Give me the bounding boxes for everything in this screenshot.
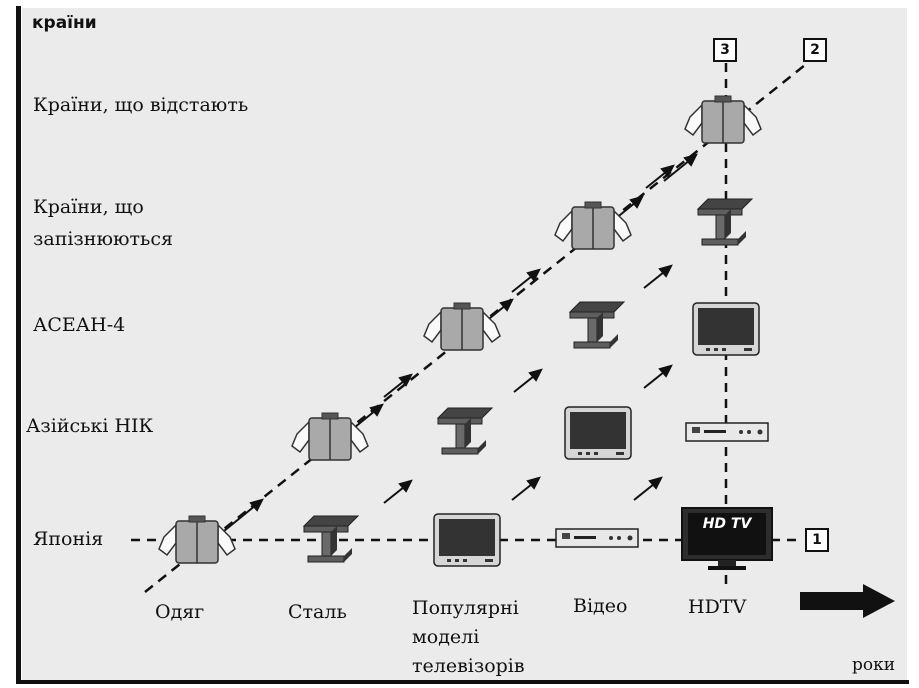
clothing-icon [554, 201, 632, 250]
column-label-clothing: Одяг [155, 601, 205, 623]
column-label-steel: Сталь [288, 601, 347, 623]
hdtv-logo-text: HD TV [702, 516, 752, 532]
tv-icon [433, 513, 501, 567]
row-label-asean4: АСЕАН-4 [33, 314, 126, 336]
row-label-latecomers-2: запізнюються [33, 228, 174, 250]
row-label-latecomers-1: Країни, що [33, 196, 144, 218]
column-label-video: Відео [573, 595, 628, 617]
video-recorder-icon [685, 422, 769, 442]
path-marker-1: 1 [805, 528, 829, 552]
column-label-tv-line3: телевізорів [412, 655, 525, 677]
row-label-lagging: Країни, що відстають [33, 94, 249, 116]
x-axis-title: роки [852, 655, 896, 675]
tv-icon [564, 406, 632, 460]
x-axis [16, 680, 909, 684]
clothing-icon [423, 302, 501, 351]
video-recorder-icon [555, 528, 639, 548]
column-label-tv-line2: моделі [412, 626, 480, 648]
row-label-asian-nic: Азійські НІК [26, 415, 154, 437]
column-label-tv-line1: Популярні [412, 597, 519, 619]
clothing-icon [291, 412, 369, 461]
path-marker-2: 2 [803, 38, 827, 62]
arrow-marker [383, 164, 675, 504]
years-arrow [800, 584, 895, 618]
steel-beam-icon [569, 301, 625, 349]
steel-beam-icon [437, 407, 493, 455]
y-axis [16, 6, 21, 683]
tv-icon [692, 302, 760, 356]
clothing-icon [684, 95, 762, 144]
path-marker-3: 3 [713, 38, 737, 62]
y-axis-title: країни [32, 13, 97, 33]
steel-beam-icon [697, 198, 753, 246]
clothing-icon [158, 515, 236, 564]
row-label-japan: Японія [33, 528, 104, 550]
hdtv-icon [681, 507, 773, 570]
column-label-hdtv: HDTV [688, 596, 747, 618]
